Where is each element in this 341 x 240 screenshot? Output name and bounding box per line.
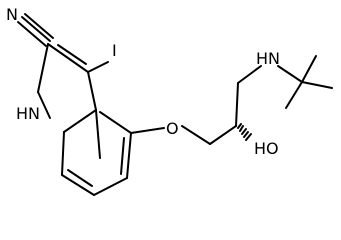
indole-core bbox=[37, 43, 132, 196]
ring-nitrogen-label: N bbox=[28, 104, 40, 123]
amine-nitrogen-label: N bbox=[268, 49, 280, 68]
tert-butyl-group bbox=[277, 55, 333, 109]
side-chain bbox=[130, 65, 262, 145]
ring-nh-hydrogen-label: H bbox=[16, 104, 28, 123]
ether-oxygen-label: O bbox=[166, 119, 179, 138]
amine-hydrogen-label: H bbox=[256, 49, 268, 68]
nitrile-group bbox=[17, 13, 54, 47]
iodine-label: I bbox=[112, 41, 117, 60]
hydroxyl-label: HO bbox=[254, 139, 279, 158]
structure-drawing: N I H N O HO H N bbox=[6, 5, 333, 196]
nitrile-nitrogen-label: N bbox=[6, 5, 18, 24]
molecule-diagram: N I H N O HO H N bbox=[6, 5, 333, 196]
